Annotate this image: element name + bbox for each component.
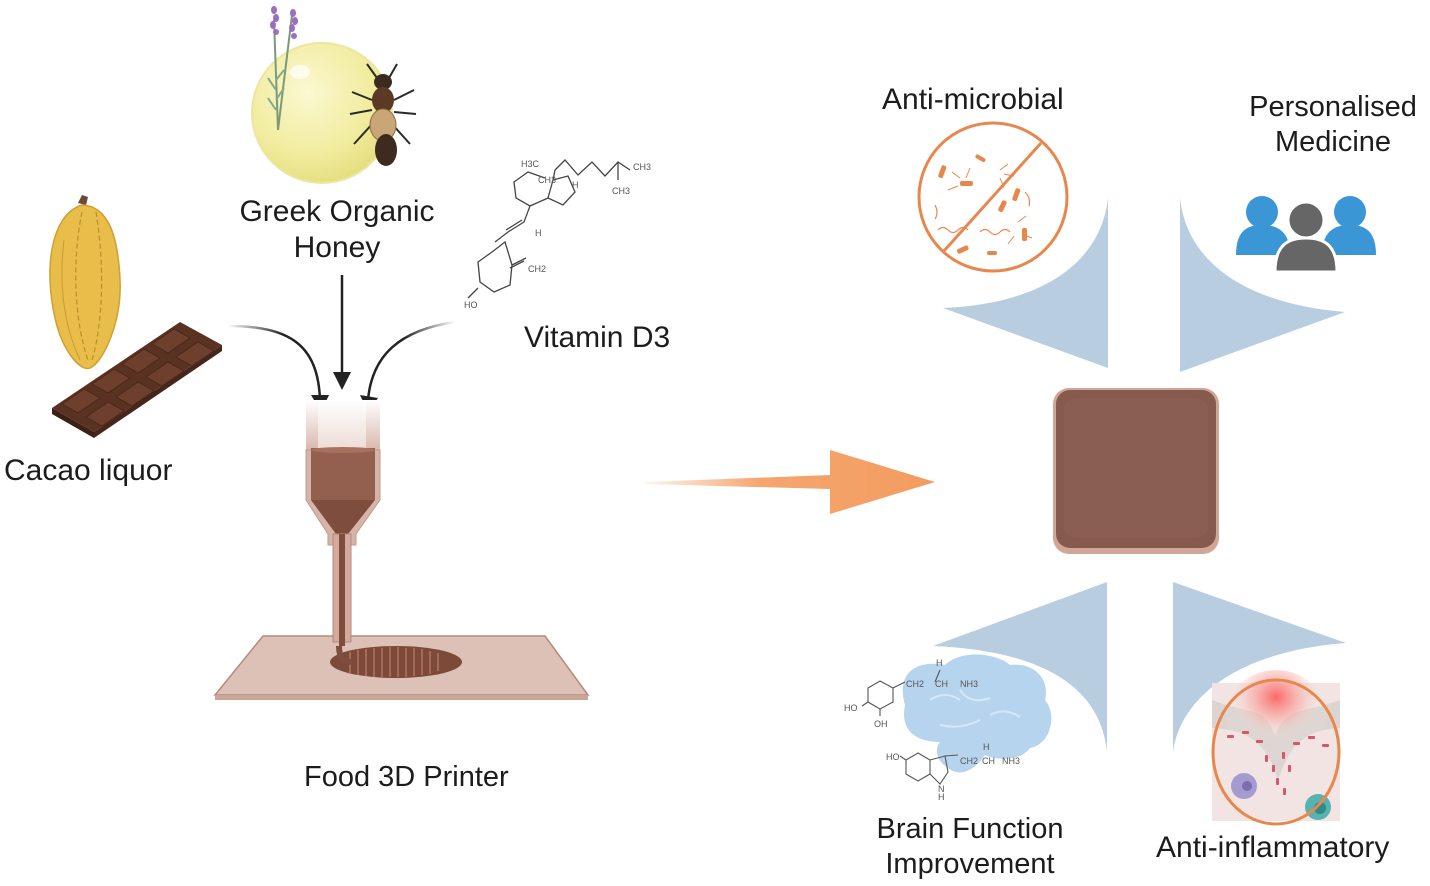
- anti-inflammatory-label: Anti-inflammatory: [1156, 831, 1390, 864]
- personalised-label-line2: Medicine: [1274, 125, 1392, 158]
- arrow-from-cacao: [227, 324, 322, 401]
- lavender-icon: [267, 6, 298, 131]
- honey-label-line2: Honey: [293, 231, 381, 264]
- bee-icon: [349, 63, 417, 166]
- cacao-pod-icon: [49, 195, 121, 370]
- svg-text:H: H: [535, 228, 542, 238]
- brain-function-label: Brain Function Improvement: [858, 812, 1082, 882]
- svg-text:H: H: [572, 180, 579, 190]
- brain-icon: [902, 654, 1052, 773]
- svg-text:CH: CH: [935, 679, 948, 689]
- svg-text:HO: HO: [886, 752, 900, 762]
- serotonin-atom-labels: HO CH2 CH NH3 H N H: [886, 742, 1020, 802]
- cacao-liquor-label: Cacao liquor: [4, 454, 173, 487]
- petal-top-right: [1180, 198, 1345, 372]
- vitamin-d3-structure-icon: [467, 159, 631, 299]
- brain-label-line1: Brain Function: [876, 813, 1064, 845]
- food-3d-printer-illustration: [213, 400, 590, 700]
- benefit-petals: [933, 198, 1346, 752]
- honey-label: Greek Organic Honey: [218, 194, 456, 266]
- svg-text:CH: CH: [982, 756, 995, 766]
- process-arrow-icon: [645, 450, 935, 514]
- brain-label-line2: Improvement: [885, 847, 1055, 880]
- svg-text:HO: HO: [464, 300, 478, 310]
- chocolate-product-icon: [1053, 388, 1219, 554]
- svg-text:H3C: H3C: [521, 159, 540, 169]
- antimicrobial-label: Anti-microbial: [882, 83, 1064, 116]
- inflammation-icon: [1211, 670, 1341, 826]
- dopamine-structure-icon: [861, 669, 941, 716]
- serotonin-structure-icon: [899, 752, 959, 785]
- svg-text:H: H: [936, 658, 943, 668]
- svg-text:HO: HO: [844, 703, 858, 713]
- antimicrobial-icon: [917, 121, 1069, 273]
- svg-text:OH: OH: [874, 719, 888, 729]
- food-3d-printer-label: Food 3D Printer: [304, 761, 509, 793]
- petal-top-left: [943, 198, 1108, 368]
- petal-bottom-left: [933, 582, 1107, 752]
- svg-text:NH3: NH3: [1002, 756, 1020, 766]
- arrow-from-vitamin: [366, 320, 456, 401]
- svg-text:NH3: NH3: [960, 679, 978, 689]
- svg-text:H: H: [938, 792, 945, 802]
- petal-bottom-right: [1173, 582, 1346, 752]
- dopamine-atom-labels: CH2 CH NH3 H HO OH: [844, 658, 978, 729]
- vitamin-d3-label: Vitamin D3: [524, 321, 671, 354]
- svg-text:N: N: [938, 784, 945, 794]
- honey-illustration: [251, 6, 417, 184]
- svg-text:CH2: CH2: [528, 264, 546, 274]
- chocolate-bar-icon: [52, 322, 222, 438]
- people-group-icon: [1236, 196, 1376, 274]
- personalised-label-line1: Personalised: [1249, 91, 1417, 123]
- svg-text:CH2: CH2: [960, 756, 978, 766]
- input-arrows: [227, 275, 456, 412]
- honey-label-line1: Greek Organic: [239, 195, 435, 228]
- svg-text:CH3: CH3: [612, 186, 630, 196]
- personalised-medicine-label: Personalised Medicine: [1240, 90, 1426, 160]
- svg-text:CH3: CH3: [538, 175, 556, 185]
- vitamin-d3-atom-labels: H3C CH3 CH3 CH3 H H CH2 HO: [464, 159, 651, 310]
- svg-text:CH3: CH3: [633, 162, 651, 172]
- svg-text:CH2: CH2: [906, 679, 924, 689]
- svg-text:H: H: [983, 742, 990, 752]
- honey-drop-icon: [251, 42, 393, 184]
